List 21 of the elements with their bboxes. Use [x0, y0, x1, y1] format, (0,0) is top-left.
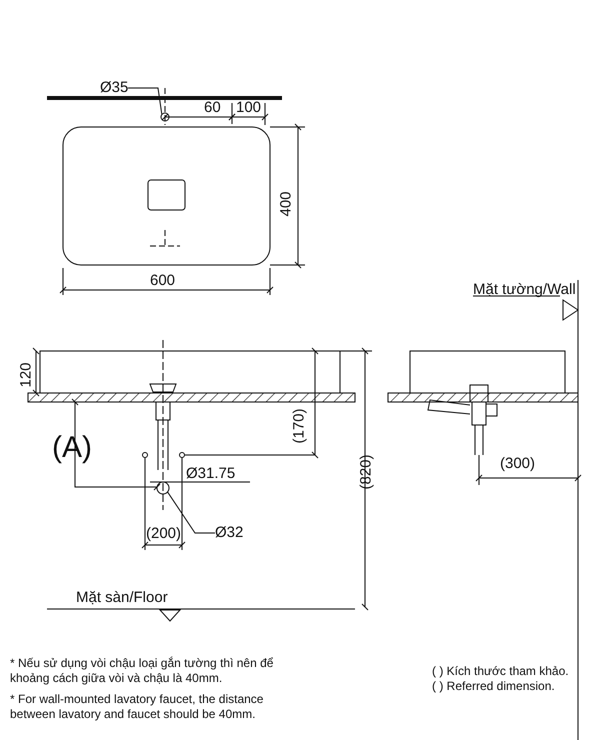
- dimension-label: 60: [204, 100, 221, 116]
- leader-line: [128, 88, 162, 116]
- note-text: * Nếu sử dụng vòi chậu loại gắn tường thì nên để khoảng cách giữa vòi và chậu là 40mm.: [10, 656, 274, 686]
- reference-label: Mặt tường/Wall: [473, 282, 576, 298]
- dimension-label: 600: [150, 273, 176, 289]
- drain-outlet: [156, 482, 170, 494]
- note-text: ( ) Referred dimension.: [432, 679, 556, 694]
- dimension-label: Ø32: [215, 525, 244, 541]
- dimension-label: Ø35: [100, 80, 128, 96]
- dimension-label: 120: [18, 362, 35, 388]
- dimension-label: (170): [292, 408, 308, 444]
- note-text: ( ) Kích thước tham khảo.: [432, 664, 570, 679]
- tap-hole: [160, 112, 170, 122]
- dimension-label: (300): [500, 456, 536, 472]
- dimension-label: 400: [278, 191, 295, 217]
- reference-label: Mặt sàn/Floor: [76, 590, 168, 606]
- dimension-label: 100: [236, 100, 262, 116]
- leader-line: [167, 491, 216, 534]
- note-text: * For wall-mounted lavatory faucet, the distance between lavatory and faucet should be 40mm.: [10, 692, 264, 722]
- dimension-label: Ø31.75: [186, 466, 236, 482]
- dimension-label: (200): [146, 526, 182, 542]
